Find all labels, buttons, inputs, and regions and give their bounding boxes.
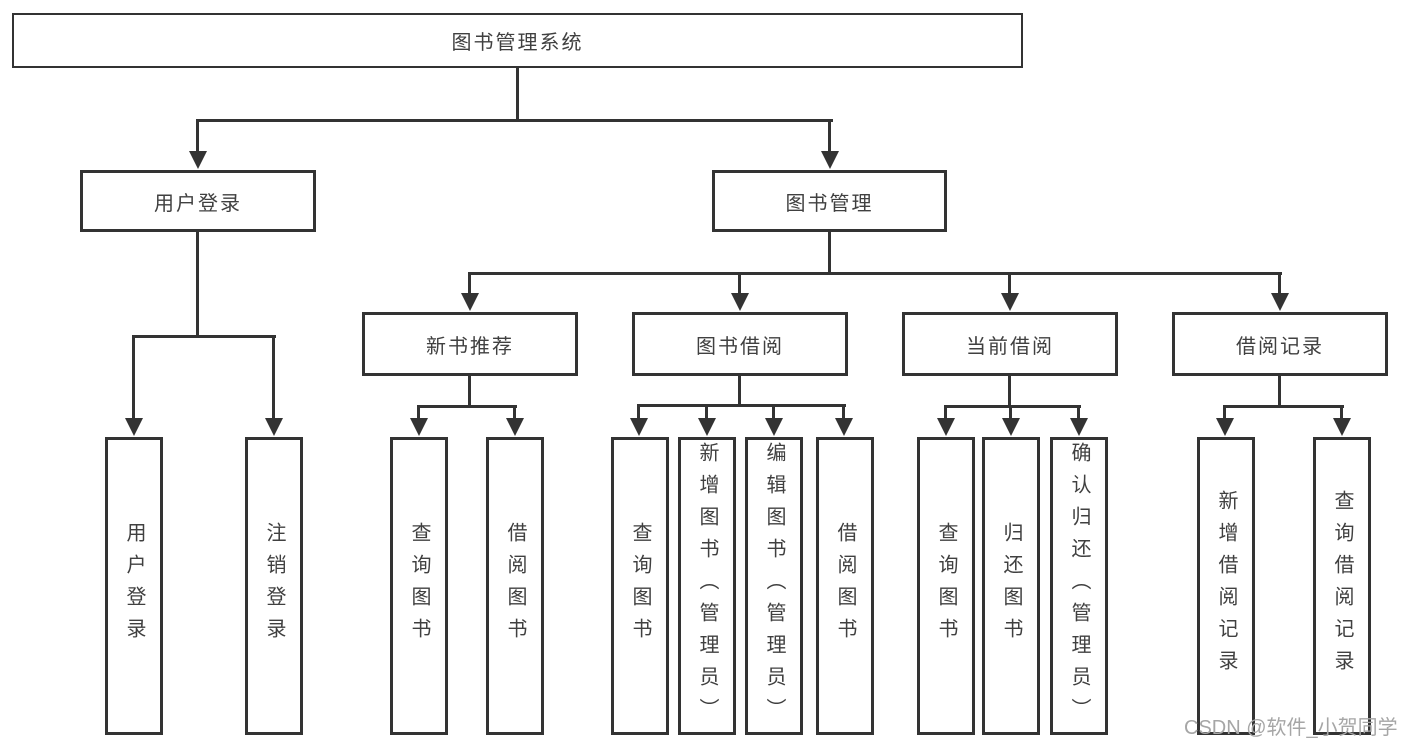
connector-level2-branch xyxy=(468,272,1282,275)
arrowhead-leaf-login xyxy=(125,418,143,436)
connector-newbook-branch xyxy=(417,405,517,408)
connector-current-leaf1 xyxy=(944,405,947,419)
leaf-query-books-current: 查询图书 xyxy=(917,437,975,735)
connector-records-branch xyxy=(1223,405,1344,408)
arrowhead-newbook-leaf1 xyxy=(410,418,428,436)
connector-borrow-stem xyxy=(738,376,741,406)
csdn-watermark: CSDN @软件_小贺同学 xyxy=(1184,717,1398,739)
connector-current-branch xyxy=(944,405,1081,408)
connector-borrow-leaf4 xyxy=(842,404,845,419)
node-book-management: 图书管理 xyxy=(712,170,947,232)
node-current-borrowing: 当前借阅 xyxy=(902,312,1118,376)
arrowhead-book-borrow xyxy=(731,293,749,311)
connector-user-login-branch xyxy=(133,335,276,338)
node-user-login: 用户登录 xyxy=(80,170,316,232)
arrowhead-newbook-leaf2 xyxy=(506,418,524,436)
connector-current-stem xyxy=(1008,376,1011,406)
leaf-confirm-return-admin: 确认归还（管理员） xyxy=(1050,437,1108,735)
leaf-borrow-books: 借阅图书 xyxy=(816,437,874,735)
arrowhead-borrow-leaf4 xyxy=(835,418,853,436)
leaf-add-borrow-record: 新增借阅记录 xyxy=(1197,437,1255,735)
leaf-logout: 注销登录 xyxy=(245,437,303,735)
connector-to-book-management xyxy=(828,119,831,153)
connector-user-login-stem xyxy=(196,232,199,337)
connector-newbook-leaf2 xyxy=(513,405,516,419)
connector-book-mgmt-stem xyxy=(828,232,831,274)
connector-to-leaf-logout xyxy=(272,335,275,419)
connector-borrow-leaf3 xyxy=(772,404,775,419)
connector-newbook-stem xyxy=(468,376,471,407)
connector-to-borrow-records xyxy=(1278,272,1281,294)
arrowhead-current-leaf1 xyxy=(937,418,955,436)
connector-to-user-login xyxy=(196,119,199,153)
connector-root-stem xyxy=(516,68,519,121)
connector-level1-branch xyxy=(197,119,833,122)
leaf-query-borrow-record: 查询借阅记录 xyxy=(1313,437,1371,735)
connector-borrow-branch xyxy=(637,404,846,407)
leaf-query-books-recommend: 查询图书 xyxy=(390,437,448,735)
arrowhead-borrow-records xyxy=(1271,293,1289,311)
node-book-borrowing: 图书借阅 xyxy=(632,312,848,376)
leaf-add-books-admin: 新增图书（管理员） xyxy=(678,437,736,735)
connector-to-new-book xyxy=(468,272,471,294)
connector-current-leaf2 xyxy=(1009,405,1012,419)
connector-records-leaf1 xyxy=(1223,405,1226,419)
connector-to-book-borrow xyxy=(738,272,741,294)
arrowhead-leaf-logout xyxy=(265,418,283,436)
node-root: 图书管理系统 xyxy=(12,13,1023,68)
node-borrowing-records: 借阅记录 xyxy=(1172,312,1388,376)
leaf-query-books-borrow: 查询图书 xyxy=(611,437,669,735)
arrowhead-records-leaf2 xyxy=(1333,418,1351,436)
arrowhead-borrow-leaf1 xyxy=(630,418,648,436)
leaf-return-books: 归还图书 xyxy=(982,437,1040,735)
connector-borrow-leaf1 xyxy=(637,404,640,419)
leaf-borrow-books-recommend: 借阅图书 xyxy=(486,437,544,735)
arrowhead-borrow-leaf2 xyxy=(698,418,716,436)
arrowhead-book-management xyxy=(821,151,839,169)
arrowhead-records-leaf1 xyxy=(1216,418,1234,436)
connector-records-leaf2 xyxy=(1340,405,1343,419)
arrowhead-current-leaf3 xyxy=(1070,418,1088,436)
arrowhead-current-leaf2 xyxy=(1002,418,1020,436)
leaf-user-login: 用户登录 xyxy=(105,437,163,735)
connector-to-leaf-login xyxy=(132,335,135,419)
connector-current-leaf3 xyxy=(1077,405,1080,419)
connector-to-current-borrow xyxy=(1008,272,1011,294)
connector-borrow-leaf2 xyxy=(705,404,708,419)
connector-records-stem xyxy=(1278,376,1281,406)
arrowhead-borrow-leaf3 xyxy=(765,418,783,436)
leaf-edit-books-admin: 编辑图书（管理员） xyxy=(745,437,803,735)
node-new-book-recommend: 新书推荐 xyxy=(362,312,578,376)
arrowhead-current-borrow xyxy=(1001,293,1019,311)
arrowhead-new-book xyxy=(461,293,479,311)
arrowhead-user-login xyxy=(189,151,207,169)
connector-newbook-leaf1 xyxy=(417,405,420,419)
